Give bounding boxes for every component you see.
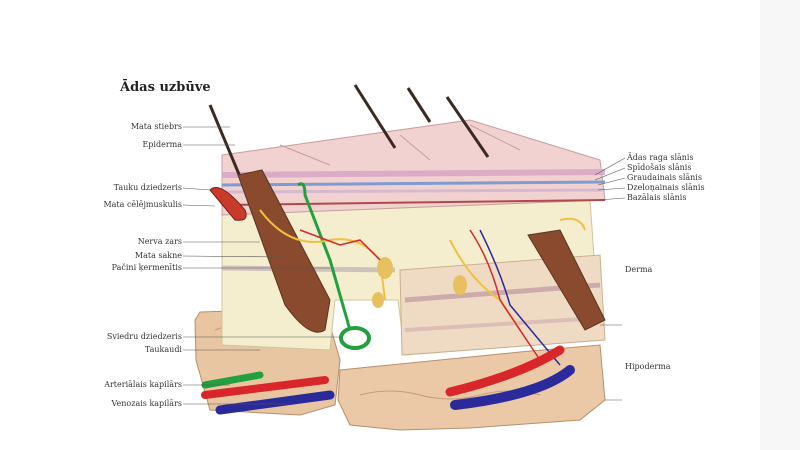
label-right-2: Graudainais slānis (627, 173, 702, 182)
label-left-1: Epiderma (142, 140, 182, 149)
sweat-gland (297, 182, 371, 350)
blood-vessels (299, 229, 561, 366)
label-right-6: Hipoderma (625, 362, 671, 371)
large-vessels (201, 345, 575, 415)
leader-lines-right (594, 157, 626, 401)
label-left-8: Taukaudi (144, 345, 182, 354)
label-left-4: Nerva zars (137, 237, 182, 246)
label-left-9: Arteriālais kapilārs (104, 380, 182, 389)
label-right-0: Ādas raga slānis (627, 153, 694, 162)
label-right-3: Dzeloņainais slānis (627, 183, 705, 192)
right-edge-strip (760, 0, 800, 450)
label-left-3: Mata cēlējmuskulis (103, 200, 182, 209)
epidermis-layer (221, 119, 606, 216)
label-left-2: Tauku dziedzeris (113, 183, 182, 192)
label-right-4: Bazālais slānis (627, 193, 687, 202)
leader-lines-left (182, 126, 340, 405)
sebaceous-gland (209, 187, 247, 221)
label-left-7: Sviedru dziedzeris (106, 332, 182, 341)
label-left-5: Mata sakne (134, 251, 182, 260)
label-right-1: Spīdošais slānis (627, 163, 692, 172)
label-left-10: Venozais kapilārs (111, 399, 183, 408)
label-left-0: Mata stiebrs (130, 122, 182, 131)
label-left-6: Pačini ķermenītis (111, 263, 182, 272)
diagram-title: Ādas uzbūve (120, 80, 211, 95)
label-right-5: Derma (625, 265, 653, 274)
